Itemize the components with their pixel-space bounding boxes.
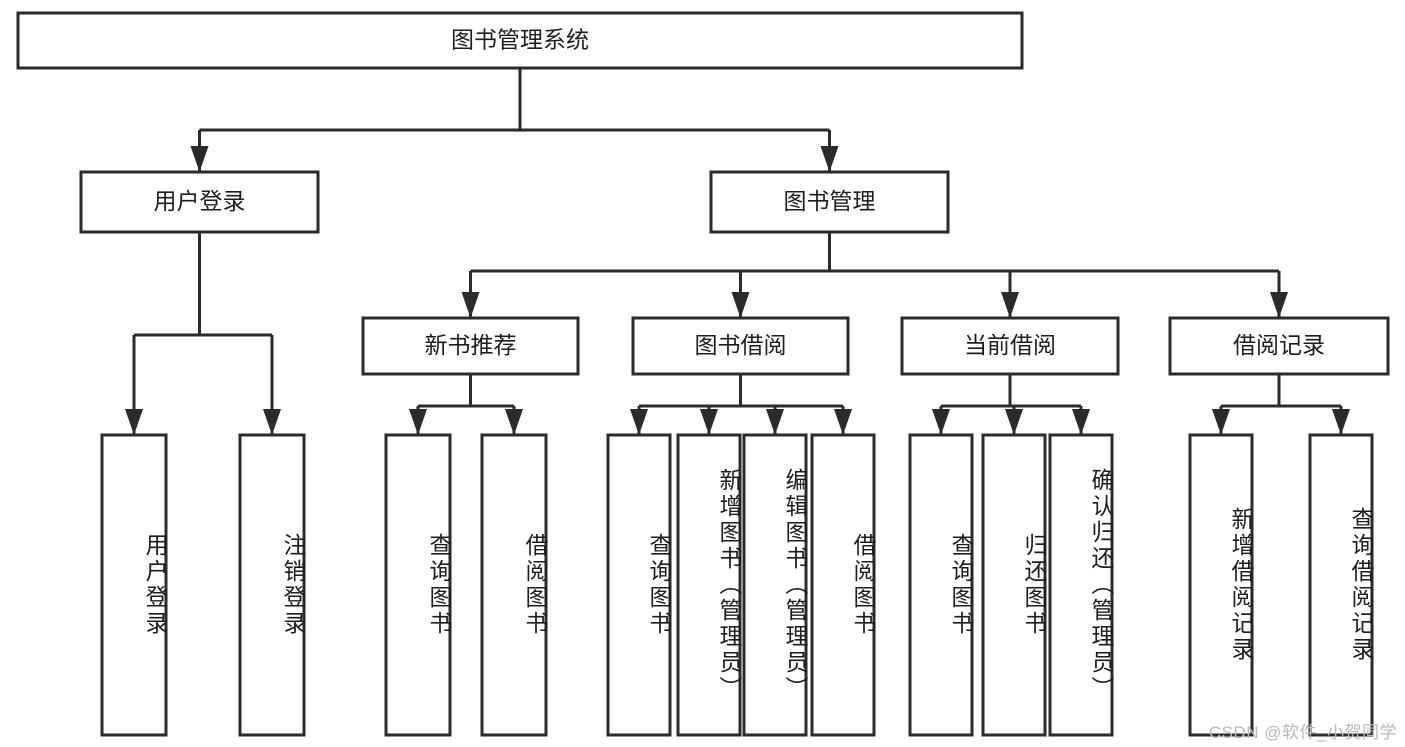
arrow-head [766, 409, 784, 435]
arrow-head [1270, 292, 1288, 318]
node-label-newbook: 新书推荐 [425, 332, 517, 358]
node-box-bookmgmt[interactable] [709, 170, 950, 234]
node-box-leaf-user-logout[interactable] [238, 433, 306, 737]
node-box-leaf-add-book[interactable] [676, 433, 742, 737]
node-label-bookmgmt: 图书管理 [784, 188, 876, 214]
arrow-head [731, 292, 750, 318]
arrow-head [630, 409, 648, 435]
node-box-leaf-query-record[interactable] [1308, 433, 1374, 737]
node-label-login: 用户登录 [154, 188, 246, 214]
node-box-records[interactable] [1168, 316, 1390, 376]
node-label-records: 借阅记录 [1233, 332, 1325, 358]
node-box-leaf-add-record[interactable] [1188, 433, 1254, 737]
node-label-borrow: 图书借阅 [695, 332, 787, 358]
arrow-head [1332, 409, 1350, 435]
node-box-leaf-query-book-current[interactable] [908, 433, 974, 737]
node-box-leaf-borrow-book[interactable] [810, 433, 876, 737]
node-box-leaf-confirm-return[interactable] [1048, 433, 1114, 737]
node-box-leaf-user-login[interactable] [100, 433, 168, 737]
node-box-leaf-edit-book[interactable] [742, 433, 808, 737]
arrow-head [834, 409, 852, 435]
arrow-head [190, 146, 209, 172]
node-box-borrow[interactable] [631, 316, 850, 376]
watermark-text: CSDN @软件_小贺同学 [1208, 723, 1397, 742]
node-box-root[interactable] [16, 11, 1024, 70]
node-box-newbook[interactable] [361, 316, 580, 376]
arrow-head [820, 146, 839, 172]
arrow-head [932, 409, 950, 435]
arrow-head [1005, 409, 1023, 435]
node-label-root: 图书管理系统 [451, 27, 589, 53]
arrow-head [409, 409, 427, 435]
arrow-head [1212, 409, 1230, 435]
node-box-leaf-query-book-new[interactable] [384, 433, 452, 737]
arrow-head [700, 409, 718, 435]
node-box-current[interactable] [900, 316, 1120, 376]
arrow-head [125, 409, 143, 435]
node-label-current: 当前借阅 [964, 332, 1056, 358]
node-box-leaf-borrow-book-new[interactable] [480, 433, 548, 737]
arrow-head [263, 409, 281, 435]
arrow-head [1001, 292, 1019, 318]
node-box-leaf-return-book[interactable] [981, 433, 1047, 737]
arrow-head [505, 409, 523, 435]
box-layer [16, 11, 1390, 737]
arrow-head [1072, 409, 1090, 435]
connector-layer [125, 68, 1350, 435]
node-box-leaf-query-book-borrow[interactable] [606, 433, 672, 737]
arrow-head [461, 292, 480, 318]
node-box-login[interactable] [79, 170, 320, 234]
